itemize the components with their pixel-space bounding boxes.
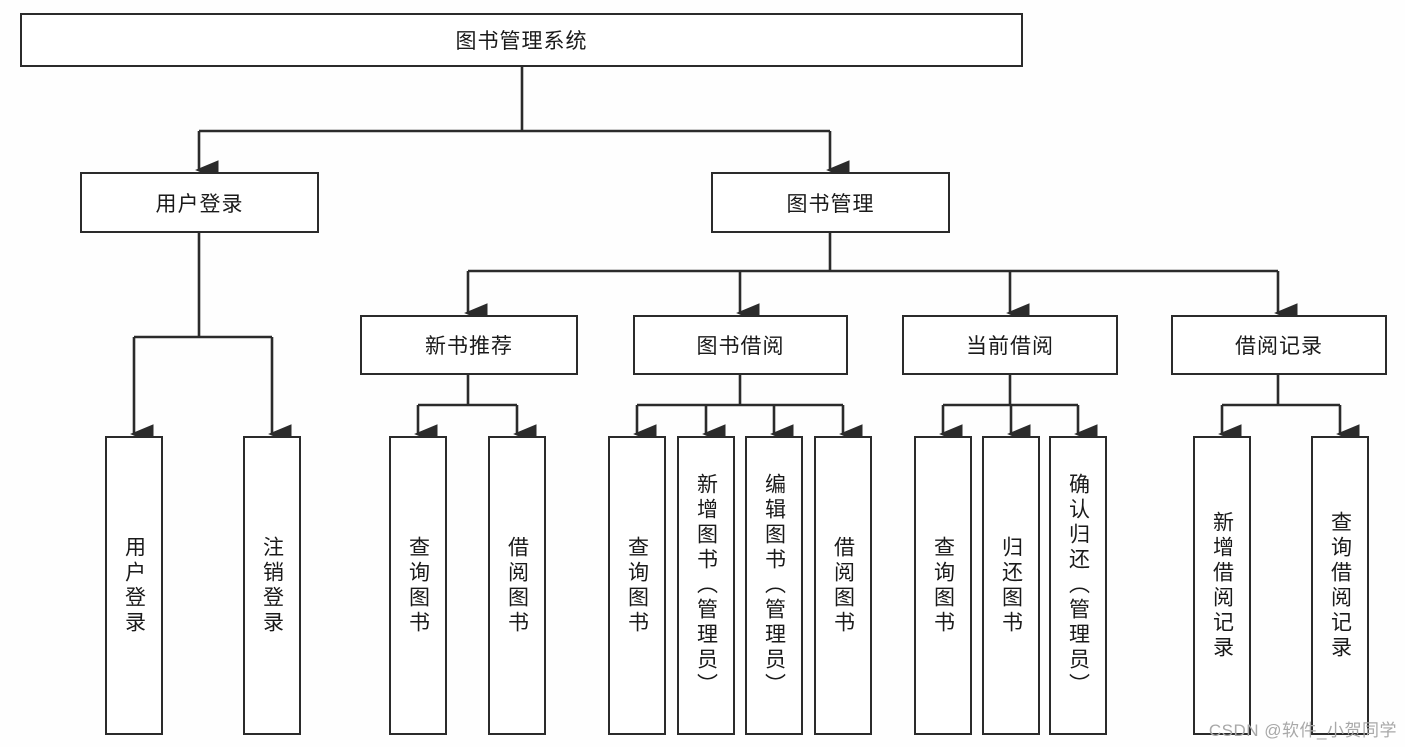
leaf-borrow-record-add-record[interactable]: 新增借阅记录 (1193, 436, 1251, 735)
node-label: 注销登录 (260, 535, 284, 636)
node-book-borrow[interactable]: 图书借阅 (633, 315, 848, 375)
node-label: 新增借阅记录 (1210, 510, 1234, 661)
watermark-text: CSDN @软件_小贺同学 (1208, 721, 1397, 740)
node-label: 新增图书（管理员） (694, 473, 718, 698)
leaf-current-borrow-confirm-return-admin[interactable]: 确认归还（管理员） (1049, 436, 1107, 735)
leaf-new-book-query-book[interactable]: 查询图书 (389, 436, 447, 735)
leaf-user-login-login[interactable]: 用户登录 (105, 436, 163, 735)
node-current-borrow[interactable]: 当前借阅 (902, 315, 1118, 375)
leaf-book-borrow-query-book[interactable]: 查询图书 (608, 436, 666, 735)
node-root-book-management-system[interactable]: 图书管理系统 (20, 13, 1023, 67)
node-label: 图书管理 (786, 192, 875, 216)
leaf-current-borrow-query-book[interactable]: 查询图书 (914, 436, 972, 735)
node-label: 借阅图书 (505, 535, 529, 636)
node-label: 查询图书 (931, 535, 955, 636)
node-label: 查询图书 (406, 535, 430, 636)
leaf-user-login-logout[interactable]: 注销登录 (243, 436, 301, 735)
leaf-book-borrow-edit-book-admin[interactable]: 编辑图书（管理员） (745, 436, 803, 735)
leaf-book-borrow-borrow-book[interactable]: 借阅图书 (814, 436, 872, 735)
leaf-current-borrow-return-book[interactable]: 归还图书 (982, 436, 1040, 735)
node-label: 用户登录 (155, 192, 244, 216)
leaf-new-book-borrow-book[interactable]: 借阅图书 (488, 436, 546, 735)
node-label: 图书管理系统 (455, 30, 588, 53)
node-label: 借阅记录 (1235, 335, 1323, 358)
node-label: 确认归还（管理员） (1066, 473, 1090, 698)
node-user-login[interactable]: 用户登录 (80, 172, 319, 233)
node-new-book-recommend[interactable]: 新书推荐 (360, 315, 578, 375)
node-borrow-record[interactable]: 借阅记录 (1171, 315, 1387, 375)
node-label: 图书借阅 (696, 335, 785, 358)
node-label: 查询借阅记录 (1328, 510, 1352, 661)
node-label: 编辑图书（管理员） (762, 473, 786, 698)
node-label: 查询图书 (625, 535, 649, 636)
node-label: 当前借阅 (966, 335, 1054, 358)
leaf-borrow-record-query-record[interactable]: 查询借阅记录 (1311, 436, 1369, 735)
node-label: 用户登录 (122, 535, 146, 636)
node-label: 新书推荐 (425, 335, 513, 358)
node-label: 借阅图书 (831, 535, 855, 636)
node-label: 归还图书 (999, 535, 1023, 636)
leaf-book-borrow-add-book-admin[interactable]: 新增图书（管理员） (677, 436, 735, 735)
node-book-management[interactable]: 图书管理 (711, 172, 950, 233)
